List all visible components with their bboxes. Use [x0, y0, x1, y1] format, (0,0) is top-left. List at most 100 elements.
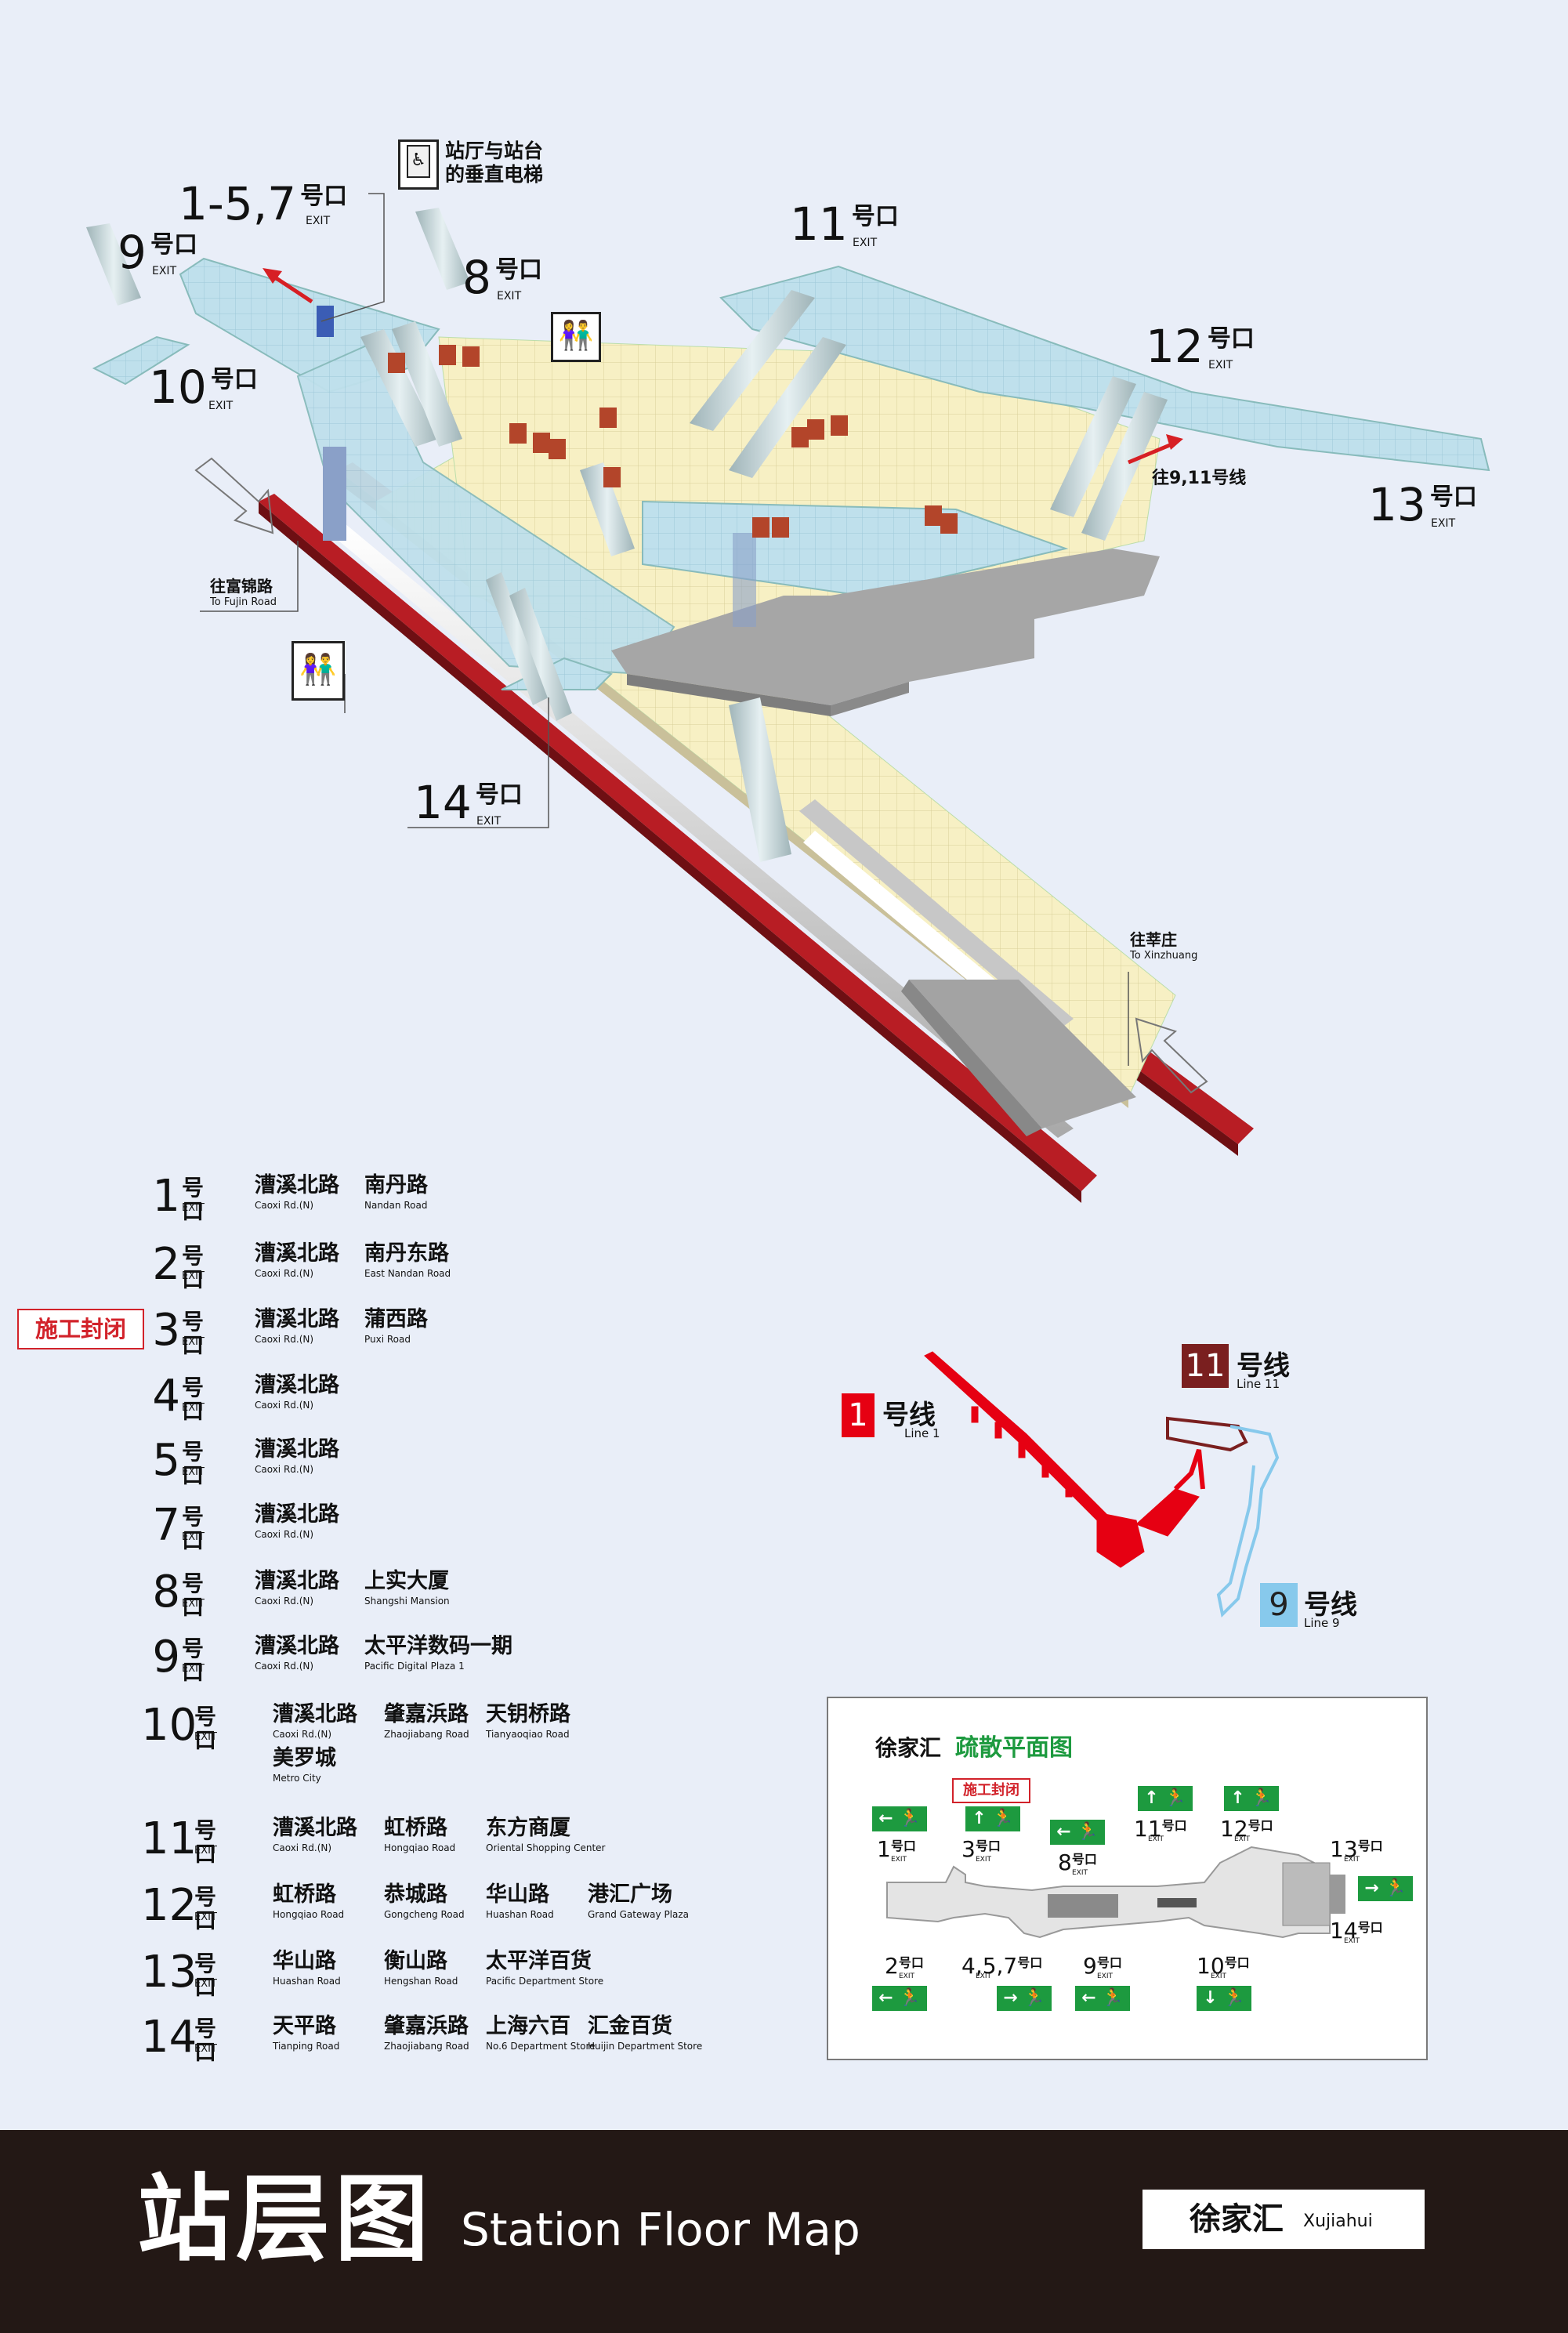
- street-name-cn: 天平路: [273, 2014, 336, 2038]
- exit-hao-label: 号口: [182, 1309, 205, 1358]
- evac-exit-number: 14: [1330, 1918, 1358, 1944]
- street-name-en: Tianping Road: [273, 2041, 340, 2052]
- street-name-en: Caoxi Rd.(N): [255, 1596, 314, 1607]
- exit-number: 4: [152, 1371, 180, 1422]
- map-exit-1-5-7: 1-5,7 号口 EXIT: [179, 177, 348, 230]
- street-name-cn: 华山路: [273, 1949, 336, 1973]
- evac-exit-number: 11: [1134, 1816, 1162, 1842]
- evac-exit-en: EXIT: [976, 1856, 992, 1864]
- exit-sign-icon: ↓ 🏃: [1197, 1986, 1251, 2011]
- street-name-cn: 恭城路: [384, 1882, 447, 1907]
- street-entry: 华山路 Huashan Road: [273, 1949, 341, 1987]
- street-name-cn: 虹桥路: [273, 1882, 336, 1907]
- line-diagram-svg: [924, 1351, 1280, 1618]
- street-name-en: Caoxi Rd.(N): [255, 1334, 314, 1345]
- evac-exit-en: EXIT: [899, 1973, 915, 1980]
- street-name-en: Caoxi Rd.(N): [255, 1529, 314, 1540]
- evac-exit-en: EXIT: [976, 1973, 992, 1980]
- street-name-en: Tianyaoqiao Road: [486, 1729, 570, 1740]
- evac-exit-en: EXIT: [1148, 1835, 1164, 1843]
- street-name-cn: 太平洋数码一期: [364, 1634, 512, 1658]
- station-name-en: Xujiahui: [1303, 2212, 1373, 2231]
- exit-number: 1: [152, 1171, 180, 1222]
- exit-number: 14: [141, 2012, 197, 2063]
- exit-en-label: EXIT: [182, 1270, 205, 1282]
- evac-exit-number: 3: [961, 1836, 976, 1862]
- evac-exit-hao: 号口: [975, 1839, 1001, 1853]
- street-name-cn: 美罗城: [273, 1746, 336, 1770]
- street-name-en: Caoxi Rd.(N): [255, 1200, 314, 1211]
- street-name-cn: 衡山路: [384, 1949, 447, 1973]
- street-name-en: Huashan Road: [486, 1909, 554, 1920]
- street-name-cn: 肇嘉浜路: [384, 1702, 469, 1726]
- street-name-en: Huashan Road: [273, 1976, 341, 1987]
- evac-exit-number: 12: [1220, 1816, 1248, 1842]
- evac-exit-en: EXIT: [1097, 1973, 1114, 1980]
- toilet-icon-concourse: 👫: [551, 312, 601, 362]
- street-entry: 虹桥路 Hongqiao Road: [384, 1816, 455, 1853]
- exit-en-label: EXIT: [194, 1845, 217, 1857]
- exit-en-label: EXIT: [182, 1531, 205, 1543]
- exit-number: 5: [152, 1435, 180, 1486]
- elevator-label-line2: 的垂直电梯: [445, 163, 544, 186]
- street-entry: 衡山路 Hengshan Road: [384, 1949, 458, 1987]
- street-name-cn: 太平洋百货: [486, 1949, 592, 1973]
- street-name-en: Caoxi Rd.(N): [273, 1729, 332, 1740]
- evac-exit-hao: 号口: [1357, 1920, 1383, 1935]
- exit-number: 2: [152, 1239, 180, 1290]
- street-name-cn: 漕溪北路: [255, 1437, 339, 1462]
- exit-en-label: EXIT: [194, 1731, 217, 1743]
- exit-en-label: EXIT: [182, 1402, 205, 1414]
- exit-en-label: EXIT: [182, 1466, 205, 1478]
- street-name-cn: 南丹东路: [364, 1241, 449, 1266]
- exit-number: 8: [152, 1567, 180, 1618]
- street-name-cn: 东方商厦: [486, 1816, 570, 1840]
- street-name-en: Pacific Digital Plaza 1: [364, 1661, 465, 1672]
- street-entry: 漕溪北路 Caoxi Rd.(N): [273, 1816, 357, 1853]
- evac-exit-hao: 号口: [898, 1955, 924, 1970]
- map-exit-9: 9 号口 EXIT: [118, 226, 197, 279]
- map-exit-12: 12 号口 EXIT: [1146, 320, 1255, 373]
- exit-hao-label: 号口: [182, 1243, 205, 1292]
- evac-exit-en: EXIT: [1344, 1856, 1360, 1864]
- exit-en-label: EXIT: [194, 1978, 217, 1990]
- exit-number: 7: [152, 1500, 180, 1551]
- street-name-cn: 漕溪北路: [273, 1816, 357, 1840]
- street-name-en: Metro City: [273, 1773, 321, 1784]
- evac-exit-hao: 号口: [1071, 1852, 1097, 1867]
- station-3d-floor-map: [86, 193, 1490, 1203]
- exit-sign-icon: ↑ 🏃: [1138, 1786, 1193, 1811]
- exit-hao-label: 号口: [182, 1375, 205, 1424]
- street-name-en: No.6 Department Store: [486, 2041, 596, 2052]
- evac-exit-hao: 号口: [1357, 1839, 1383, 1853]
- station-name-box: 徐家汇 Xujiahui: [1143, 2190, 1425, 2249]
- evac-exit-hao: 号口: [1017, 1955, 1043, 1970]
- evac-exit-number: 2: [885, 1953, 899, 1979]
- street-name-en: Caoxi Rd.(N): [255, 1268, 314, 1279]
- street-name-en: Caoxi Rd.(N): [273, 1842, 332, 1853]
- to-fujin-label: 往富锦路 To Fujin Road: [210, 577, 277, 608]
- exit-hao-label: 号口: [194, 2016, 217, 2065]
- map-exit-10: 10 号口 EXIT: [149, 360, 258, 414]
- evac-exit-hao: 号口: [1161, 1818, 1187, 1833]
- track-left: [259, 494, 1097, 1203]
- street-name-en: Hengshan Road: [384, 1976, 458, 1987]
- street-name-cn: 虹桥路: [384, 1816, 447, 1840]
- street-entry: 太平洋数码一期 Pacific Digital Plaza 1: [364, 1634, 512, 1672]
- evac-exit-number: 10: [1197, 1953, 1225, 1979]
- exit-sign-icon: ← 🏃: [1075, 1986, 1130, 2011]
- exit-sign-icon: ↑ 🏃: [965, 1806, 1020, 1831]
- exit-sign-icon: → 🏃: [1358, 1876, 1413, 1901]
- street-name-en: Hongqiao Road: [384, 1842, 456, 1853]
